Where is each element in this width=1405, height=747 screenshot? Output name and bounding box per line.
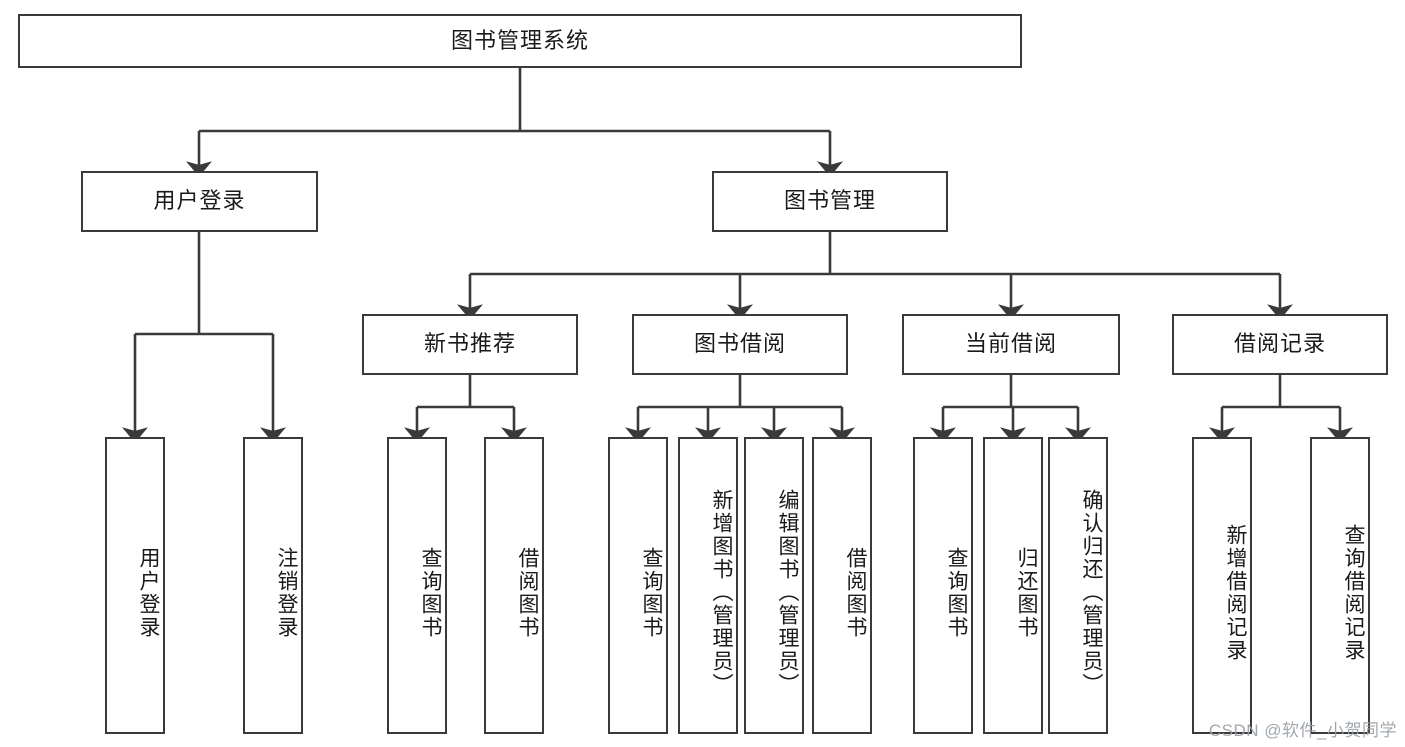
- node-new-book-recommend[interactable]: 新书推荐: [362, 314, 578, 375]
- node-label: 图书借阅: [693, 331, 786, 357]
- node-book-borrow[interactable]: 图书借阅: [632, 314, 848, 375]
- node-label: 图书管理: [783, 188, 876, 214]
- node-label: 用户登录: [137, 546, 160, 639]
- node-label: 图书管理系统: [450, 27, 589, 53]
- node-label: 借阅图书: [844, 546, 867, 639]
- node-label: 查询图书: [945, 546, 968, 639]
- node-label: 新增借阅记录: [1224, 523, 1247, 662]
- node-leaf-add-record[interactable]: 新增借阅记录: [1192, 437, 1252, 734]
- node-leaf-logout[interactable]: 注销登录: [243, 437, 303, 734]
- node-label: 查询借阅记录: [1342, 523, 1365, 662]
- node-label: 新增图书（管理员）: [710, 489, 733, 696]
- node-label: 新书推荐: [423, 331, 516, 357]
- node-leaf-borrow-book[interactable]: 借阅图书: [812, 437, 872, 734]
- node-label: 归还图书: [1015, 546, 1038, 639]
- node-leaf-edit-book[interactable]: 编辑图书（管理员）: [744, 437, 804, 734]
- node-leaf-user-login[interactable]: 用户登录: [105, 437, 165, 734]
- node-user-login[interactable]: 用户登录: [81, 171, 318, 232]
- node-label: 编辑图书（管理员）: [776, 489, 799, 696]
- node-leaf-add-book[interactable]: 新增图书（管理员）: [678, 437, 738, 734]
- node-borrow-records[interactable]: 借阅记录: [1172, 314, 1388, 375]
- node-book-management[interactable]: 图书管理: [712, 171, 948, 232]
- node-label: 借阅图书: [516, 546, 539, 639]
- node-label: 查询图书: [640, 546, 663, 639]
- watermark-text: CSDN @软件_小贺同学: [1208, 721, 1397, 740]
- node-label: 注销登录: [275, 546, 298, 639]
- node-label: 确认归还（管理员）: [1080, 489, 1103, 696]
- node-leaf-confirm-return[interactable]: 确认归还（管理员）: [1048, 437, 1108, 734]
- node-current-borrow[interactable]: 当前借阅: [902, 314, 1120, 375]
- node-leaf-query-record[interactable]: 查询借阅记录: [1310, 437, 1370, 734]
- node-leaf-borrow-book-rec[interactable]: 借阅图书: [484, 437, 544, 734]
- node-label: 用户登录: [153, 188, 246, 214]
- node-label: 当前借阅: [964, 331, 1057, 357]
- node-leaf-query-book-cur[interactable]: 查询图书: [913, 437, 973, 734]
- node-leaf-query-book-borrow[interactable]: 查询图书: [608, 437, 668, 734]
- node-leaf-query-book-rec[interactable]: 查询图书: [387, 437, 447, 734]
- node-label: 查询图书: [419, 546, 442, 639]
- node-leaf-return-book[interactable]: 归还图书: [983, 437, 1043, 734]
- node-root-system[interactable]: 图书管理系统: [18, 14, 1022, 68]
- node-label: 借阅记录: [1233, 331, 1326, 357]
